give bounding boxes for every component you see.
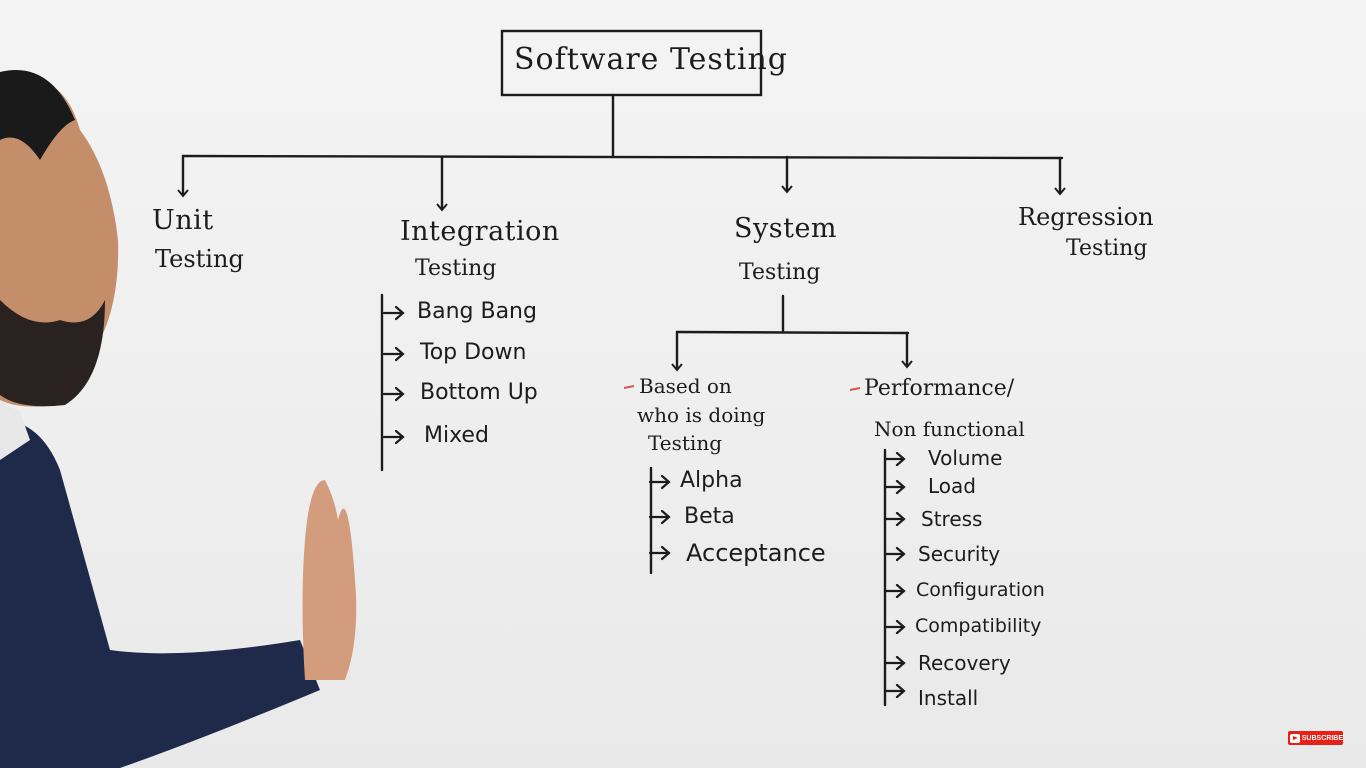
play-icon — [1290, 733, 1300, 743]
subscribe-button[interactable]: SUBSCRIBE — [1288, 731, 1343, 745]
performance-item-compatibility: Compatibility — [915, 615, 1042, 637]
unit-subtitle: Testing — [155, 245, 244, 273]
performance-item-arrow-2 — [883, 511, 906, 527]
system-title: System — [734, 213, 838, 244]
based-on-item-acceptance: Acceptance — [686, 539, 826, 567]
performance-item-arrow-5 — [883, 619, 906, 635]
performance-item-arrow-0 — [883, 451, 906, 467]
based-on-line-1: Based on — [639, 374, 732, 398]
integration-item-bang-bang: Bang Bang — [417, 299, 537, 324]
performance-item-security: Security — [918, 542, 1001, 566]
red-tick-based-on — [623, 385, 635, 389]
performance-item-arrow-7 — [883, 683, 906, 699]
integration-item-arrow-2 — [382, 386, 405, 402]
performance-item-install: Install — [918, 686, 979, 710]
unit-title: Unit — [152, 205, 214, 236]
based-on-item-beta: Beta — [684, 504, 735, 529]
based-on-item-arrow-1 — [648, 509, 671, 525]
integration-item-arrow-0 — [382, 305, 405, 321]
performance-item-arrow-6 — [883, 655, 906, 671]
integration-item-bottom-up: Bottom Up — [420, 380, 538, 405]
performance-item-stress: Stress — [921, 507, 983, 531]
performance-line-1: Performance/ — [864, 376, 1015, 401]
performance-line-2: Non functional — [874, 417, 1025, 441]
root-title: Software Testing — [514, 42, 788, 77]
integration-item-arrow-3 — [382, 429, 405, 445]
performance-item-load: Load — [928, 474, 976, 498]
system-bar — [675, 330, 910, 335]
root-box — [500, 29, 763, 97]
performance-item-arrow-3 — [883, 546, 906, 562]
performance-item-configuration: Configuration — [916, 579, 1045, 601]
performance-item-recovery: Recovery — [918, 651, 1011, 675]
based-on-line-2: who is doing — [637, 403, 766, 427]
performance-item-arrow-1 — [883, 479, 906, 495]
integration-item-arrow-1 — [382, 346, 405, 362]
based-on-item-alpha: Alpha — [680, 468, 743, 493]
integration-item-mixed: Mixed — [424, 423, 489, 448]
regression-title: Regression — [1018, 203, 1154, 231]
performance-item-volume: Volume — [928, 446, 1003, 470]
based-on-line-3: Testing — [648, 431, 723, 455]
integration-subtitle: Testing — [415, 256, 497, 281]
top-bar — [181, 154, 1064, 160]
subscribe-label: SUBSCRIBE — [1301, 734, 1343, 742]
integration-item-top-down: Top Down — [420, 340, 527, 365]
regression-subtitle: Testing — [1066, 236, 1148, 261]
performance-item-arrow-4 — [883, 583, 906, 599]
red-tick-performance — [849, 387, 861, 391]
presenter — [0, 70, 357, 768]
based-on-item-arrow-2 — [648, 545, 671, 561]
system-subtitle: Testing — [739, 260, 821, 285]
based-on-item-arrow-0 — [648, 474, 671, 490]
integration-title: Integration — [400, 216, 560, 247]
